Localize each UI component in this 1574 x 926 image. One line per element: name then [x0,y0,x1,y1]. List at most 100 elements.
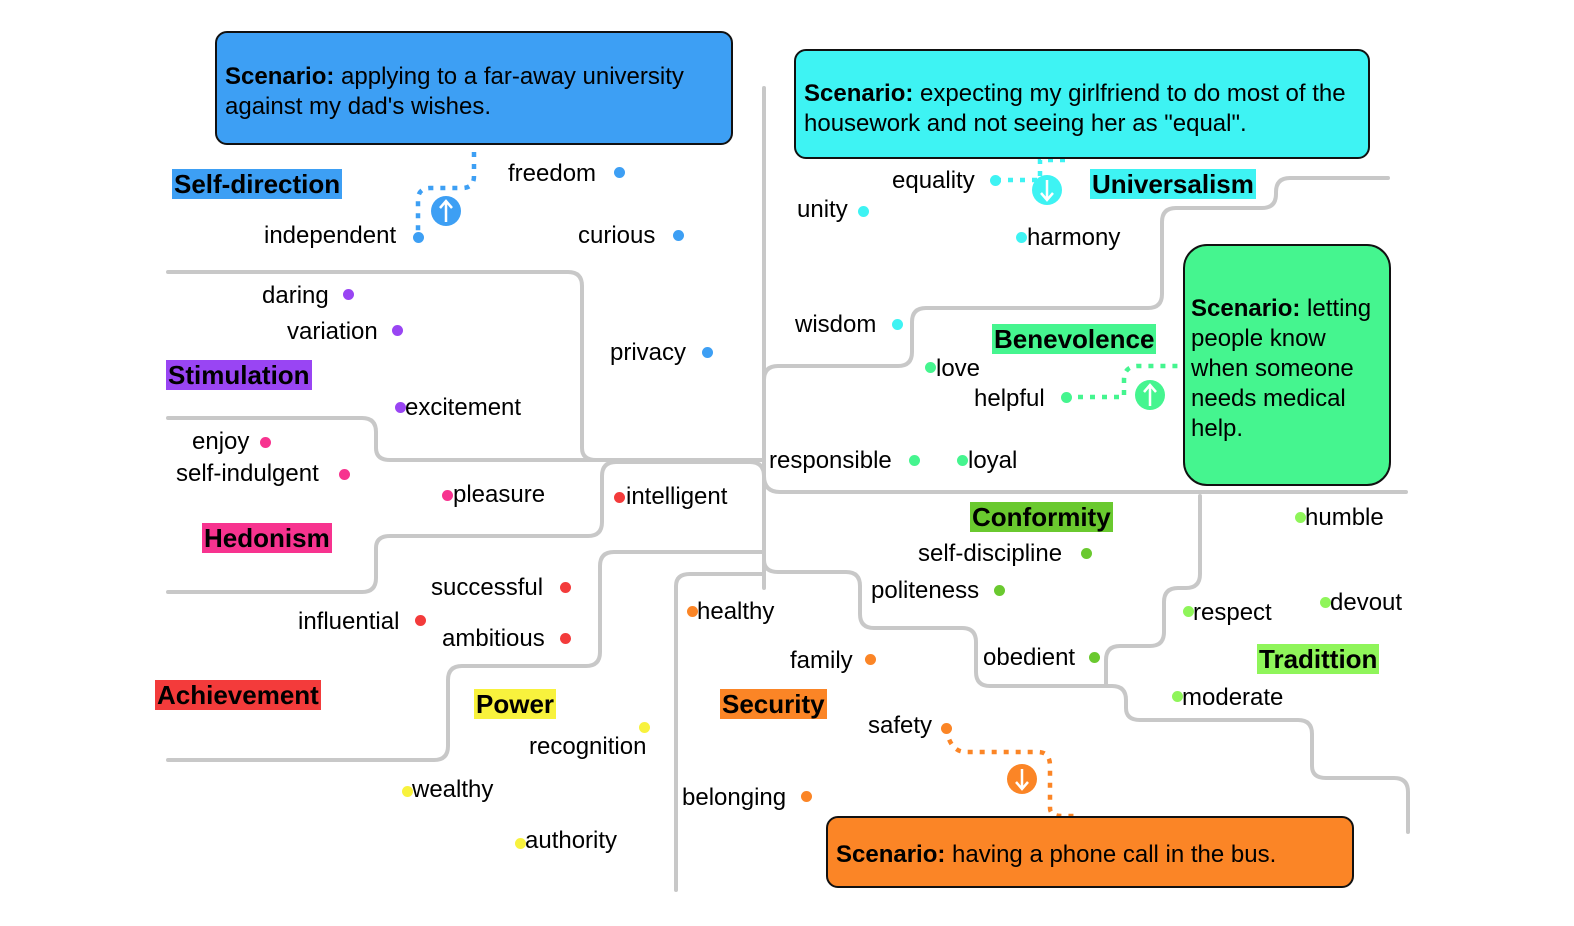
scenario-text: expecting my girlfriend to do most of th… [804,80,1346,137]
down-arrow-icon [1040,180,1054,202]
word-helpful: helpful [974,385,1045,412]
connector-universalism [996,157,1072,205]
word-safety: safety [868,712,933,739]
word-self-indulgent: self-indulgent [176,460,319,487]
word-wisdom: wisdom [795,311,877,338]
dot-belonging [801,791,812,802]
dot-politeness [994,585,1005,596]
dot-curious [673,230,684,241]
boundary-benevolence-conformity [762,474,1408,494]
word-devout: devout [1330,589,1403,616]
word-intelligent: intelligent [626,483,728,510]
dot-wealthy [402,786,413,797]
dot-helpful [1061,392,1072,403]
connector-universalism-path [996,157,1072,183]
word-excitement: excitement [405,394,522,421]
dot-influential [415,615,426,626]
scenario-text: letting people know when someone needs m… [1191,295,1372,442]
category-achievement: Achievement [155,680,321,710]
word-healthy: healthy [697,598,775,625]
dot-variation [392,325,403,336]
category-stimulation: Stimulation [166,360,312,390]
scenario-title: Scenario: [1191,295,1301,322]
scenario-title: Scenario: [836,841,946,868]
dot-family [865,654,876,665]
dot-intelligent [614,492,625,503]
down-arrow-icon [1015,769,1029,791]
category-hedonism: Hedonism [202,523,332,553]
word-unity: unity [797,196,848,223]
word-pleasure: pleasure [453,481,546,508]
category-tradition: Tradittion [1257,644,1380,674]
dot-enjoy [260,437,271,448]
word-politeness: politeness [871,577,980,604]
connector-self-direction-path [415,152,477,236]
scenario-box-self-direction: Scenario: applying to a far-away univers… [215,31,733,145]
dot-freedom [614,167,625,178]
word-family: family [790,647,853,674]
boundary-hedonism-achievement [166,460,766,594]
word-self-discipline: self-discipline [918,540,1063,567]
word-love: love [936,355,981,382]
connector-benevolence [1066,363,1184,410]
boundary-achievement-power [166,550,766,762]
word-influential: influential [298,608,400,635]
boundary-universalism-benevolence [762,176,1390,382]
connector-benevolence-path [1066,363,1184,400]
dot-unity [858,206,869,217]
dot-equality [990,175,1001,186]
dot-independent [413,232,424,243]
dot-privacy [702,347,713,358]
category-self-direction: Self-direction [172,169,343,199]
category-universalism: Universalism [1090,169,1256,199]
dot-pleasure [442,490,453,501]
up-arrow-icon [439,199,453,222]
dot-respect [1183,606,1194,617]
dot-safety [941,723,952,734]
boundary-lines [166,86,1410,892]
word-wealthy: wealthy [412,776,494,803]
connector-self-direction [415,152,477,236]
dot-self-indulgent [339,469,350,480]
dot-self-discipline [1081,548,1092,559]
dot-harmony [1016,232,1027,243]
word-moderate: moderate [1182,684,1284,711]
word-obedient: obedient [983,644,1076,671]
dot-excitement [395,402,406,413]
word-independent: independent [264,222,397,249]
boundary-conformity-tradition [1104,494,1202,688]
word-curious: curious [578,222,656,249]
boundary-security-conformity [762,558,1410,834]
scenario-box-universalism: Scenario: expecting my girlfriend to do … [794,49,1370,159]
category-conformity: Conformity [970,502,1113,532]
dot-responsible [909,455,920,466]
word-equality: equality [892,167,975,194]
scenario-text: applying to a far-away university agains… [225,63,684,120]
word-freedom: freedom [508,160,597,187]
scenario-text: having a phone call in the bus. [952,841,1277,868]
word-recognition: recognition [529,733,647,760]
dot-moderate [1172,691,1183,702]
word-successful: successful [431,574,544,601]
word-variation: variation [287,318,378,345]
scenario-title: Scenario: [804,80,914,107]
boundary-power-security [674,572,766,892]
word-loyal: loyal [968,447,1018,474]
word-privacy: privacy [610,339,687,366]
dot-wisdom [892,319,903,330]
category-power: Power [474,689,557,719]
dot-loyal [957,455,968,466]
dot-devout [1320,597,1331,608]
word-harmony: harmony [1027,224,1121,251]
word-respect: respect [1193,599,1272,626]
dot-obedient [1089,652,1100,663]
word-belonging: belonging [682,784,787,811]
category-benevolence: Benevolence [992,324,1157,354]
word-ambitious: ambitious [442,625,545,652]
category-security: Security [720,689,827,719]
up-arrow-icon [1143,383,1157,406]
word-daring: daring [262,282,329,309]
dot-humble [1295,512,1306,523]
word-enjoy: enjoy [192,428,250,455]
